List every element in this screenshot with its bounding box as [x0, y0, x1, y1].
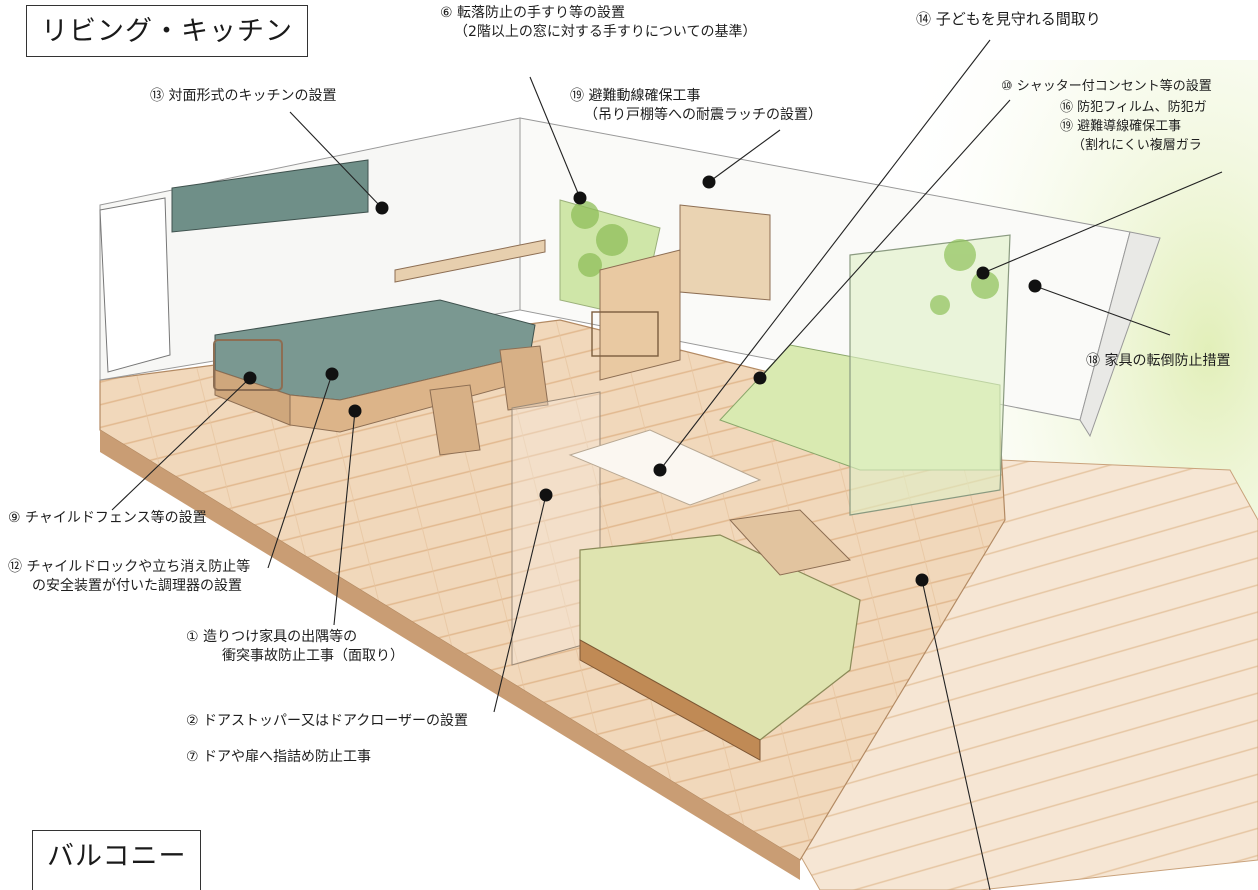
annotation-09: ⑨ チャイルドフェンス等の設置 — [8, 510, 207, 526]
leader-16 — [982, 171, 1223, 274]
leader-2 — [493, 494, 547, 713]
leader-10 — [759, 99, 1011, 379]
leader-6 — [529, 76, 581, 199]
annotation-19a: ⑲ 避難動線確保工事 （吊り戸棚等への耐震ラッチの設置） — [570, 87, 822, 125]
leader-18 — [1034, 285, 1171, 336]
annotation-06-line1: ⑥ 転落防止の手すり等の設置 — [440, 5, 626, 21]
dining-chair — [499, 345, 549, 411]
annotation-01: ① 造りつけ家具の出隅等の 衝突事故防止工事（面取り） — [186, 628, 404, 666]
leader-14 — [659, 39, 991, 471]
annotation-13: ⑬ 対面形式のキッチンの設置 — [150, 88, 337, 104]
leader-19a — [708, 129, 781, 183]
anchor-dot-13 — [375, 201, 389, 215]
annotation-12: ⑫ チャイルドロックや立ち消え防止等 の安全装置が付いた調理器の設置 — [8, 558, 250, 596]
annotation-14: ⑭ 子どもを見守れる間取り — [916, 10, 1101, 28]
right-wall-edge — [1079, 231, 1161, 438]
glass-door-leaves — [930, 239, 999, 315]
section-title-balcony: バルコニー — [32, 830, 202, 890]
annotation-01-line1: ① 造りつけ家具の出隅等の — [186, 629, 358, 645]
anchor-dot-10 — [753, 371, 767, 385]
refrigerator — [99, 197, 171, 373]
leader-12 — [267, 373, 333, 569]
floor-base-edge — [100, 430, 800, 880]
leader-balcony — [921, 579, 991, 890]
annotation-12-line1: ⑫ チャイルドロックや立ち消え防止等 — [8, 559, 251, 575]
side-table — [728, 509, 852, 576]
annotation-18: ⑱ 家具の転倒防止措置 — [1086, 353, 1231, 369]
annotation-19b-line1: ⑲ 避難導線確保工事 — [1060, 119, 1182, 134]
annotation-06-line2: （2階以上の窓に対する手すりについての基準） — [454, 24, 757, 40]
anchor-dot-16 — [976, 266, 990, 280]
staircase — [599, 249, 681, 381]
anchor-dot-balcony — [915, 573, 929, 587]
child-fence — [213, 339, 283, 391]
leader-13 — [289, 111, 383, 209]
leader-9 — [111, 377, 251, 511]
annotation-06: ⑥ 転落防止の手すり等の設置 （2階以上の窓に対する手すりについての基準） — [440, 4, 757, 42]
anchor-dot-6 — [573, 191, 587, 205]
dining-chair — [429, 384, 481, 456]
annotation-19a-line2: （吊り戸棚等への耐震ラッチの設置） — [584, 107, 822, 123]
kitchen-wall-cabinets — [171, 159, 369, 233]
storage-cabinet — [679, 204, 771, 301]
leader-1 — [333, 410, 356, 626]
annotation-16: ⑯ 防犯フィルム、防犯ガ — [1060, 100, 1207, 115]
section-title-living-kitchen: リビング・キッチン — [26, 5, 308, 57]
anchor-dot-14 — [653, 463, 667, 477]
anchor-dot-19a — [702, 175, 716, 189]
sofa-base — [579, 639, 761, 761]
anchor-dot-18 — [1028, 279, 1042, 293]
annotation-19b-line2: （割れにくい複層ガラ — [1072, 138, 1202, 153]
annotation-12-line2: の安全装置が付いた調理器の設置 — [32, 578, 242, 594]
anchor-dot-2 — [539, 488, 553, 502]
wall-shelf — [394, 239, 546, 283]
annotation-10: ⑩ シャッター付コンセント等の設置 — [1001, 79, 1212, 94]
anchor-dot-12 — [325, 367, 339, 381]
annotation-19a-line1: ⑲ 避難動線確保工事 — [570, 88, 701, 104]
stair-gate — [591, 311, 659, 357]
annotation-07: ⑦ ドアや扉へ指詰め防止工事 — [186, 749, 372, 765]
annotation-01-line2: 衝突事故防止工事（面取り） — [222, 648, 404, 664]
annotation-16-19b: ⑯ 防犯フィルム、防犯ガ ⑲ 避難導線確保工事 （割れにくい複層ガラ — [1060, 98, 1207, 155]
anchor-dot-1 — [348, 404, 362, 418]
anchor-dot-9 — [243, 371, 257, 385]
annotation-02: ② ドアストッパー又はドアクローザーの設置 — [186, 713, 469, 729]
